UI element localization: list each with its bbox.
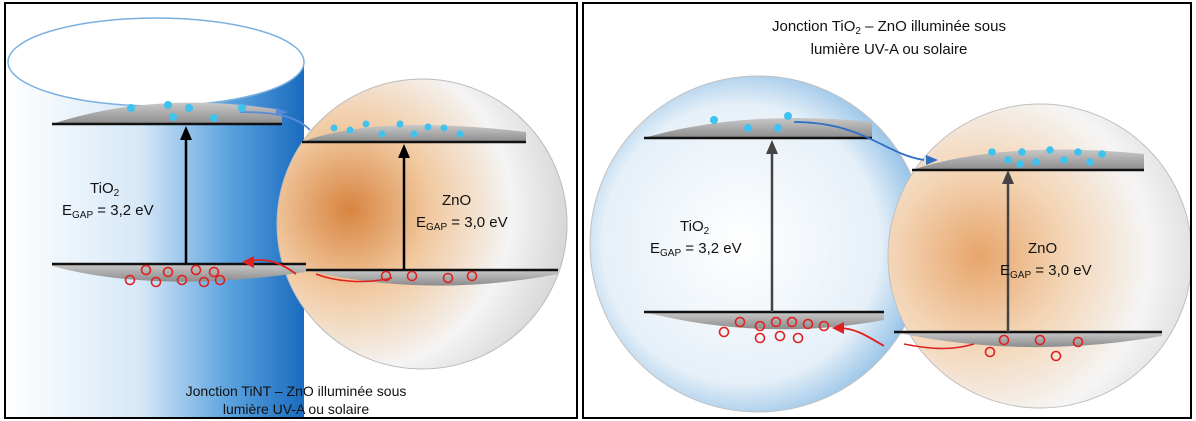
tint-zno-diagram bbox=[7, 17, 568, 417]
zno-egap: EGAP = 3,0 eV bbox=[416, 214, 508, 233]
caption-left: Jonction TiNT – ZnO illuminée sous lumiè… bbox=[185, 383, 407, 417]
zno-valence-band bbox=[306, 270, 558, 286]
zno-label: ZnO bbox=[442, 192, 472, 209]
tio2-holes bbox=[124, 264, 226, 288]
tio2-label-right: TiO2 bbox=[680, 218, 710, 237]
zno-holes-right bbox=[984, 334, 1084, 362]
panel-tint-zno: TiO2 EGAP = 3,2 eV ZnO EGAP = 3,0 eV Jon… bbox=[4, 2, 578, 419]
caption-right: Jonction TiO2 – ZnO illuminée sous lumiè… bbox=[771, 18, 1006, 58]
tio2-label: TiO2 bbox=[90, 180, 120, 199]
panel-tio2-zno: Jonction TiO2 – ZnO illuminée sous lumiè… bbox=[582, 2, 1192, 419]
tio2-egap-right: EGAP = 3,2 eV bbox=[650, 240, 742, 259]
tio2-zno-diagram bbox=[589, 75, 1190, 413]
tio2-egap: EGAP = 3,2 eV bbox=[62, 202, 154, 221]
zno-label-right: ZnO bbox=[1028, 240, 1058, 257]
zno-egap-right: EGAP = 3,0 eV bbox=[1000, 262, 1092, 281]
tio2-conduction-band bbox=[52, 102, 282, 124]
tio2-electrons bbox=[127, 101, 246, 122]
zno-electrons-right bbox=[988, 146, 1106, 168]
tio2-valence-band bbox=[52, 264, 306, 282]
tio2-holes-right bbox=[718, 316, 830, 344]
tint-cylinder-top bbox=[7, 17, 305, 107]
zno-holes bbox=[380, 270, 478, 284]
zno-sphere bbox=[276, 78, 568, 370]
zno-electrons bbox=[330, 120, 464, 138]
tio2-electrons-right bbox=[710, 112, 792, 132]
